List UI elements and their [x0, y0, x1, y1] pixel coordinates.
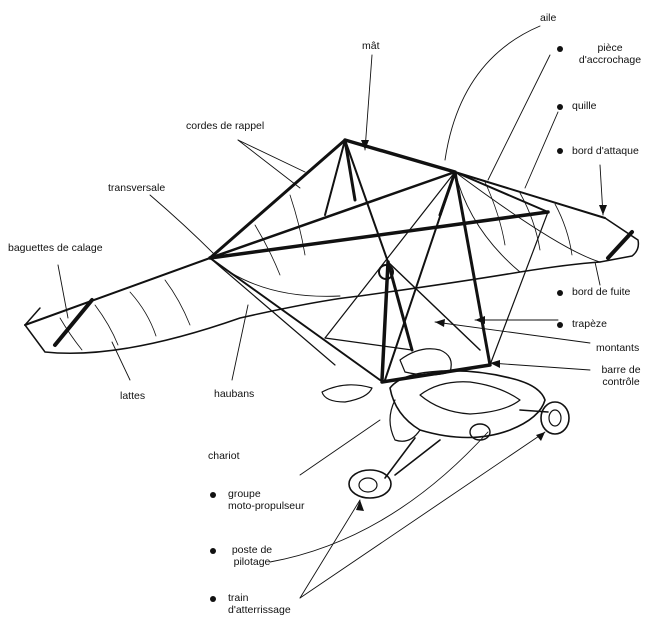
- label-barre: barre de contrôle: [594, 364, 648, 388]
- leader-montants: [435, 322, 590, 343]
- leader-train: [300, 432, 545, 598]
- bullet: [210, 596, 216, 602]
- wing-tip-right: [600, 218, 638, 262]
- gear-strut: [520, 410, 548, 412]
- gear-strut: [395, 440, 440, 475]
- flying-wire: [210, 258, 335, 365]
- leader-bord-fuite: [595, 262, 600, 285]
- label-bord-attaque: bord d'attaque: [572, 145, 639, 157]
- leader-piece: [488, 55, 550, 180]
- arrowhead: [599, 205, 607, 215]
- label-mat: mât: [362, 40, 380, 52]
- trapeze: [385, 172, 455, 380]
- label-lattes: lattes: [120, 390, 145, 402]
- label-piece-line2: d'accrochage: [575, 54, 645, 66]
- wheel-right-hub: [549, 410, 561, 426]
- batten: [555, 204, 572, 255]
- label-baguettes: baguettes de calage: [8, 242, 103, 254]
- seat: [420, 382, 520, 414]
- label-transversale: transversale: [108, 182, 165, 194]
- label-barre-line1: barre de: [594, 364, 648, 376]
- label-montants: montants: [596, 342, 639, 354]
- bullet: [557, 290, 563, 296]
- label-trapeze: trapèze: [572, 318, 607, 330]
- carriage-body: [390, 371, 545, 438]
- leader-cordes: [238, 140, 305, 172]
- mast: [325, 140, 345, 215]
- mast: [345, 140, 355, 200]
- label-groupe-line2: moto-propulseur: [228, 500, 304, 512]
- bullet: [557, 148, 563, 154]
- arrowhead: [536, 432, 545, 441]
- label-chariot: chariot: [208, 450, 240, 462]
- label-groupe: groupe moto-propulseur: [228, 488, 304, 512]
- wire: [210, 140, 345, 258]
- leader-haubans: [232, 305, 248, 380]
- label-aile: aile: [540, 12, 556, 24]
- label-barre-line2: contrôle: [594, 376, 648, 388]
- label-piece-line1: pièce: [575, 42, 645, 54]
- bullet: [210, 492, 216, 498]
- leader-baguettes: [58, 265, 68, 318]
- flying-wire: [325, 172, 455, 338]
- batten: [165, 280, 190, 325]
- batten: [95, 305, 118, 345]
- leader-cordes: [238, 140, 300, 188]
- control-bar: [382, 365, 490, 382]
- label-poste-line1: poste de: [222, 544, 282, 556]
- arrowhead: [356, 500, 364, 511]
- carriage-frame: [390, 400, 420, 441]
- label-quille: quille: [572, 100, 597, 112]
- leader-mat: [365, 55, 372, 150]
- wheel-left: [349, 470, 391, 498]
- leader-aile: [445, 26, 540, 160]
- wing-trailing-edge: [25, 262, 600, 353]
- label-poste: poste de pilotage: [222, 544, 282, 568]
- label-poste-line2: pilotage: [222, 556, 282, 568]
- bullet: [557, 104, 563, 110]
- label-train-line1: train: [228, 592, 291, 604]
- label-haubans: haubans: [214, 388, 254, 400]
- mast: [345, 140, 455, 172]
- wheel-right: [541, 402, 569, 434]
- label-groupe-line1: groupe: [228, 488, 304, 500]
- trapeze: [455, 172, 490, 365]
- label-train-line2: d'atterrissage: [228, 604, 291, 616]
- leader-train: [300, 500, 360, 598]
- label-cordes: cordes de rappel: [186, 120, 264, 132]
- leader-barre: [490, 363, 590, 370]
- bullet: [210, 548, 216, 554]
- label-train: train d'atterrissage: [228, 592, 291, 616]
- propeller: [322, 385, 372, 402]
- bullet: [557, 46, 563, 52]
- bullet: [557, 322, 563, 328]
- leader-quille: [525, 112, 558, 188]
- tip-stripe: [608, 232, 632, 258]
- label-bord-fuite: bord de fuite: [572, 286, 630, 298]
- batten: [130, 292, 156, 336]
- label-piece: pièce d'accrochage: [575, 42, 645, 66]
- sail-curve: [455, 172, 600, 262]
- keel: [345, 140, 388, 262]
- leader-transversale: [150, 195, 215, 255]
- leader-groupe: [300, 420, 380, 475]
- flying-wire: [490, 212, 548, 365]
- keel: [388, 262, 480, 350]
- wheel-left-hub: [359, 478, 377, 492]
- arrowhead: [435, 319, 445, 327]
